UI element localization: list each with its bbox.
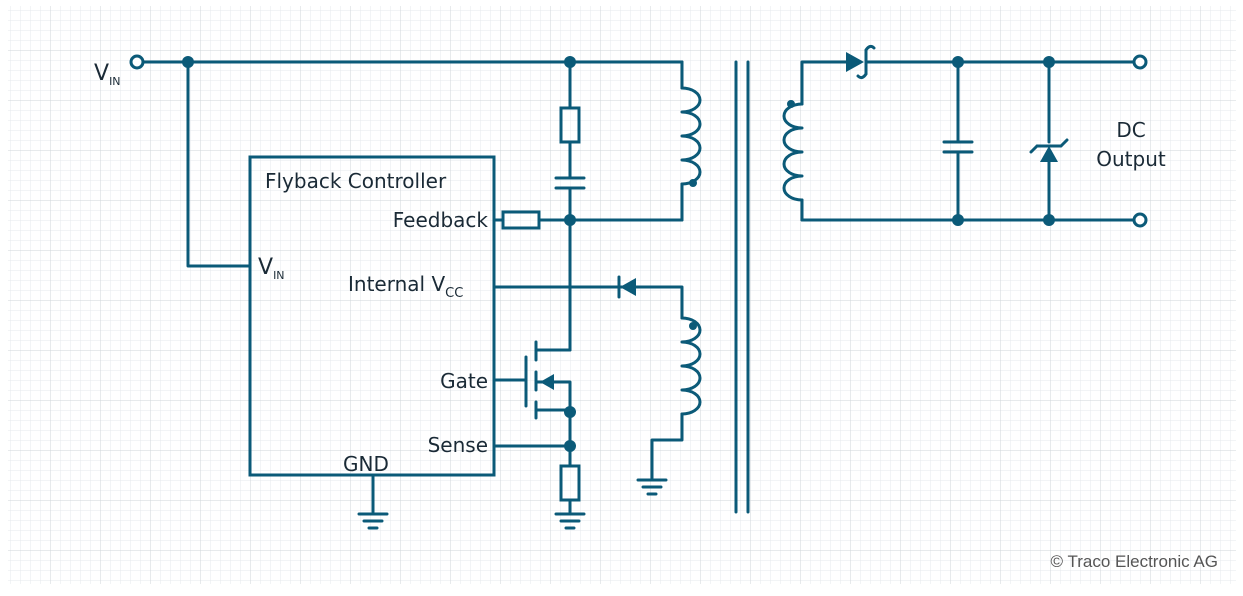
vin-input-terminal <box>129 54 145 70</box>
aux-polarity-dot <box>689 322 697 330</box>
gate-pin-label: Gate <box>440 369 488 393</box>
secondary-circuit <box>782 44 1148 228</box>
internal-vcc-pin-label: Internal VCC <box>348 272 463 301</box>
copyright-notice: © Traco Electronic AG <box>1051 552 1218 571</box>
vin-pin-label: VIN <box>258 255 285 282</box>
primary-winding <box>680 60 702 222</box>
output-schottky-diode <box>846 52 864 72</box>
feedback-pin-label: Feedback <box>393 208 489 232</box>
output-positive-terminal <box>1132 54 1148 70</box>
transformer-core <box>734 60 750 514</box>
gnd-ground-symbol <box>357 512 389 530</box>
input-wiring <box>129 54 684 268</box>
mosfet-switch <box>492 340 586 530</box>
aux-ground-symbol <box>636 478 668 496</box>
aux-diode <box>620 278 636 296</box>
controller-ground <box>357 473 389 530</box>
feedback-network <box>492 60 684 352</box>
primary-polarity-dot <box>689 179 697 187</box>
controller-title: Flyback Controller <box>265 169 447 193</box>
junction-dot <box>1043 214 1055 226</box>
dc-output-label-line2: Output <box>1096 147 1166 171</box>
sense-ground-symbol <box>554 512 586 530</box>
junction-dot <box>952 214 964 226</box>
zener-diode <box>1040 146 1058 162</box>
grid-background <box>8 6 1236 584</box>
secondary-polarity-dot <box>787 100 795 108</box>
gnd-pin-label: GND <box>343 452 389 476</box>
sense-pin-label: Sense <box>428 433 488 457</box>
output-negative-terminal <box>1132 212 1148 228</box>
vin-input-label: VIN <box>94 61 121 88</box>
auxiliary-circuit <box>492 275 702 496</box>
dc-output-label-line1: DC <box>1116 118 1145 142</box>
